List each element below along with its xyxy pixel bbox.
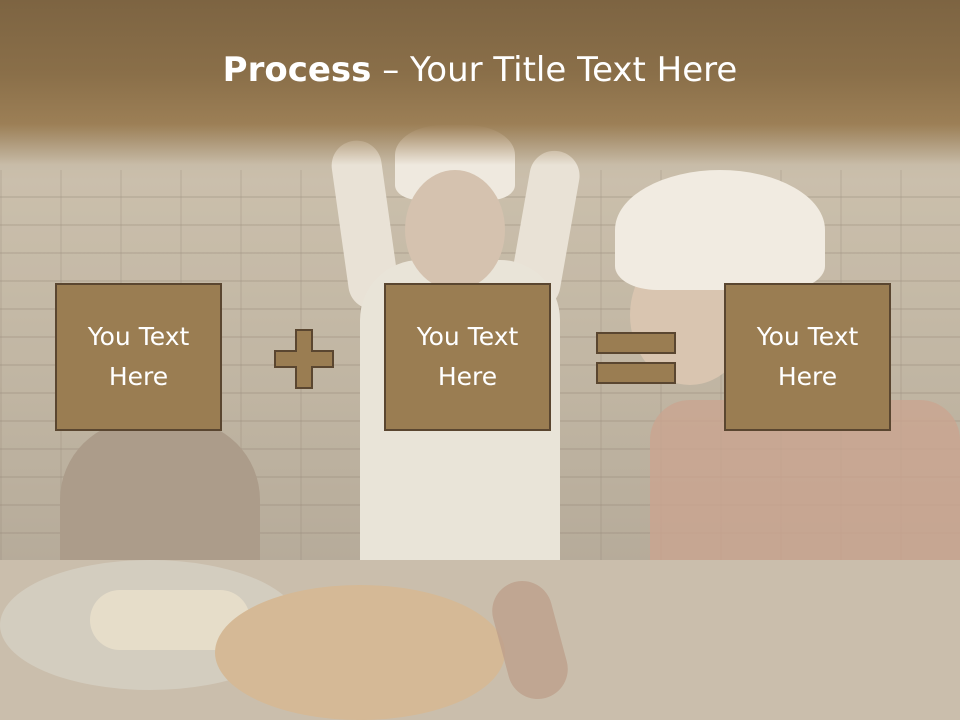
equals-icon	[596, 332, 676, 384]
process-box-3[interactable]: You Text Here	[724, 283, 891, 431]
title-rest: Your Title Text Here	[410, 50, 738, 90]
process-box-2[interactable]: You Text Here	[384, 283, 551, 431]
process-box-label: You Text Here	[416, 322, 519, 391]
process-box-label: You Text Here	[756, 322, 859, 391]
process-box-label: You Text Here	[87, 322, 190, 391]
process-box-1[interactable]: You Text Here	[55, 283, 222, 431]
title-bold-part: Process	[222, 50, 372, 90]
title-band	[0, 0, 960, 165]
slide-title[interactable]: Process – Your Title Text Here	[0, 50, 960, 90]
title-separator: –	[371, 50, 411, 90]
plus-icon	[274, 329, 334, 389]
